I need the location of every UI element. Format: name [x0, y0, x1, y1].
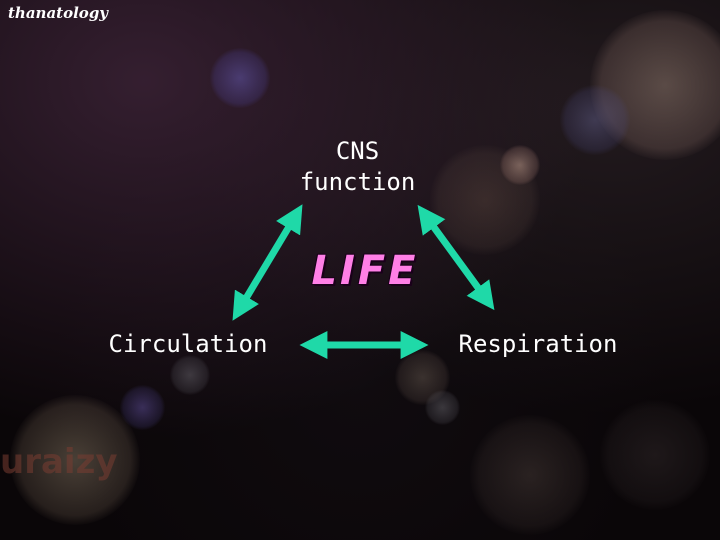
bokeh-circle — [560, 85, 630, 155]
watermark-text: uraizy — [0, 442, 118, 482]
bokeh-circle — [500, 145, 540, 185]
bokeh-circle — [170, 355, 210, 395]
bokeh-circle — [10, 395, 140, 525]
arrow-cns-circulation — [232, 204, 303, 321]
bokeh-circle — [470, 415, 590, 535]
center-label-life: LIFE — [311, 248, 419, 294]
bokeh-circle — [590, 10, 720, 160]
bokeh-circle — [210, 48, 270, 108]
node-respiration: Respiration — [458, 330, 618, 358]
bokeh-circle — [395, 350, 450, 405]
bokeh-circle — [600, 400, 710, 510]
arrow-cns-respiration — [417, 204, 495, 311]
bokeh-circle — [120, 385, 165, 430]
node-circulation: Circulation — [108, 330, 268, 358]
slide-tag: thanatology — [8, 4, 109, 22]
bokeh-circle — [425, 390, 460, 425]
node-cns-function: CNS function — [299, 137, 416, 196]
